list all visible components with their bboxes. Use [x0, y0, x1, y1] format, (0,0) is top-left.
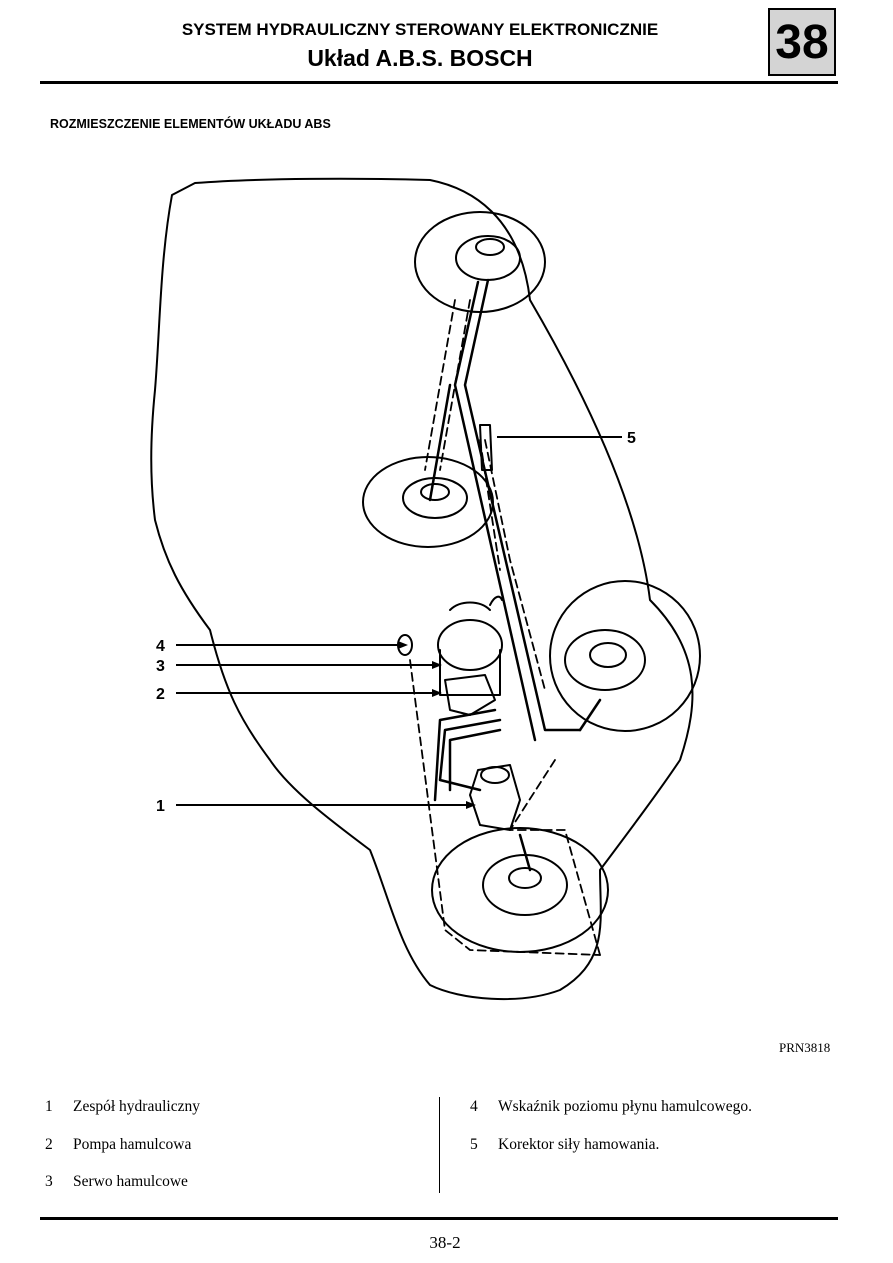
legend-text: Serwo hamulcowe — [73, 1173, 188, 1190]
header-rule — [40, 81, 838, 84]
callout-1-label: 1 — [156, 798, 165, 815]
legend-text: Zespół hydrauliczny — [73, 1098, 200, 1115]
legend-text: Pompa hamulcowa — [73, 1136, 192, 1153]
rear-left-wheel — [549, 580, 701, 732]
car-body-outline — [150, 177, 694, 1001]
legend-divider — [439, 1097, 440, 1193]
front-left-wheel — [414, 211, 546, 313]
chapter-number-box: 38 — [768, 8, 836, 76]
hydraulic-unit — [469, 764, 521, 831]
legend-text: Korektor siły hamowania. — [498, 1136, 660, 1153]
sensor-wires — [409, 299, 601, 956]
callout-2-arrow — [432, 689, 442, 697]
figure-code: PRN3818 — [779, 1040, 831, 1055]
legend-item: 2 Pompa hamulcowa — [45, 1136, 191, 1154]
callout-4-label: 4 — [156, 638, 165, 655]
legend-text: Wskaźnik poziomu płynu hamulcowego. — [498, 1098, 752, 1115]
legend-number: 3 — [45, 1173, 53, 1190]
legend-number: 2 — [45, 1136, 53, 1153]
brake-force-regulator — [479, 424, 493, 471]
legend-item: 4 Wskaźnik poziomu płynu hamulcowego. — [470, 1098, 752, 1116]
footer-rule — [40, 1217, 838, 1220]
legend-item: 5 Korektor siły hamowania. — [470, 1136, 659, 1154]
callout-3-arrow — [432, 661, 442, 669]
section-title: ROZMIESZCZENIE ELEMENTÓW UKŁADU ABS — [50, 117, 331, 131]
legend-number: 5 — [470, 1136, 478, 1153]
master-cylinder — [444, 674, 496, 716]
legend-number: 4 — [470, 1098, 478, 1115]
header-subtitle: Układ A.B.S. BOSCH — [307, 45, 533, 71]
page-number: 38-2 — [429, 1233, 461, 1252]
header-title: SYSTEM HYDRAULICZNY STEROWANY ELEKTRONIC… — [181, 20, 659, 39]
legend-item: 1 Zespół hydrauliczny — [45, 1098, 200, 1116]
callout-3-label: 3 — [156, 658, 165, 675]
legend-number: 1 — [45, 1098, 53, 1115]
brake-servo-unit — [437, 595, 503, 696]
callout-4-arrow — [398, 641, 408, 649]
callout-2-label: 2 — [156, 686, 165, 703]
legend-item: 3 Serwo hamulcowe — [45, 1173, 188, 1191]
callout-5-label: 5 — [627, 430, 636, 447]
abs-layout-diagram: 5 4 3 2 1 — [150, 177, 701, 1001]
callout-1-arrow — [466, 801, 476, 809]
